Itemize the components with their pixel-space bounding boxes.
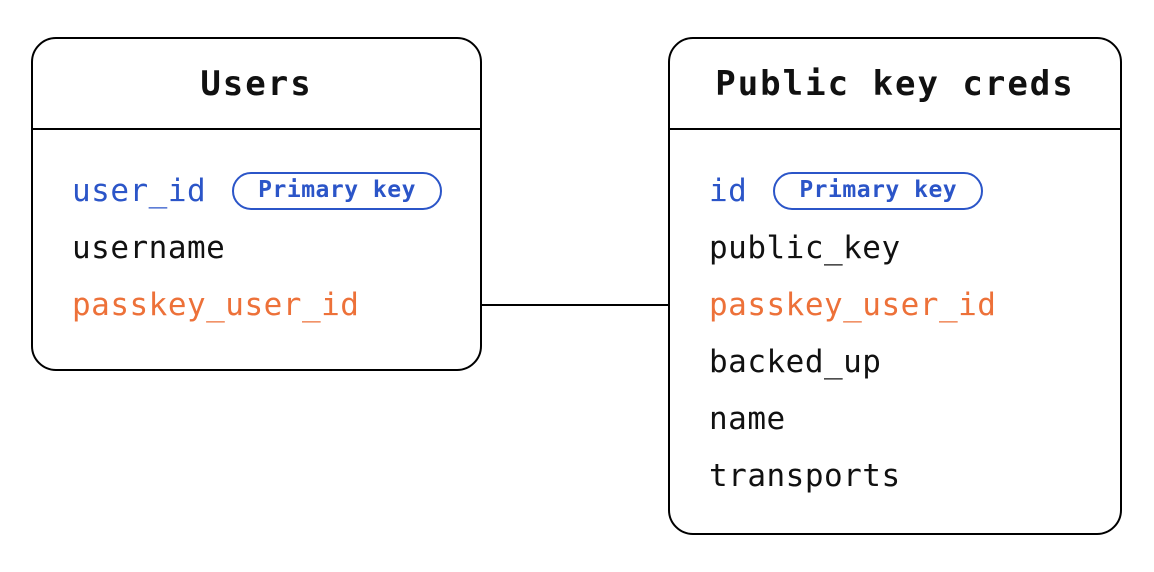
primary-key-badge: Primary key [773,171,984,210]
field-row-public-key: public_key [670,219,1120,276]
table-title-public-key-creds: Public key creds [715,63,1075,104]
field-name-id: id [709,172,748,209]
field-row-backed-up: backed_up [670,333,1120,390]
table-card-public-key-creds: Public key creds id Primary key public_k… [668,37,1122,535]
field-name-passkey-user-id: passkey_user_id [709,286,997,323]
field-row-user-id: user_id Primary key [33,162,480,219]
field-name-user-id: user_id [72,172,207,209]
relationship-connector [482,304,668,306]
field-name-username: username [72,229,226,266]
table-body-users: user_id Primary key username passkey_use… [33,130,480,333]
field-name-passkey-user-id: passkey_user_id [72,286,360,323]
field-row-passkey-user-id: passkey_user_id [670,276,1120,333]
field-row-id: id Primary key [670,162,1120,219]
field-name-transports: transports [709,457,901,494]
field-name-name: name [709,400,786,437]
primary-key-badge: Primary key [232,171,442,210]
field-row-username: username [33,219,480,276]
table-title-users: Users [200,63,313,104]
field-row-passkey-user-id: passkey_user_id [33,276,480,333]
field-name-backed-up: backed_up [709,343,882,380]
table-body-public-key-creds: id Primary key public_key passkey_user_i… [670,130,1120,504]
field-row-name: name [670,390,1120,447]
table-card-users: Users user_id Primary key username passk… [31,37,482,371]
field-name-public-key: public_key [709,229,901,266]
field-row-transports: transports [670,447,1120,504]
table-header-public-key-creds: Public key creds [670,39,1120,130]
table-header-users: Users [33,39,480,130]
